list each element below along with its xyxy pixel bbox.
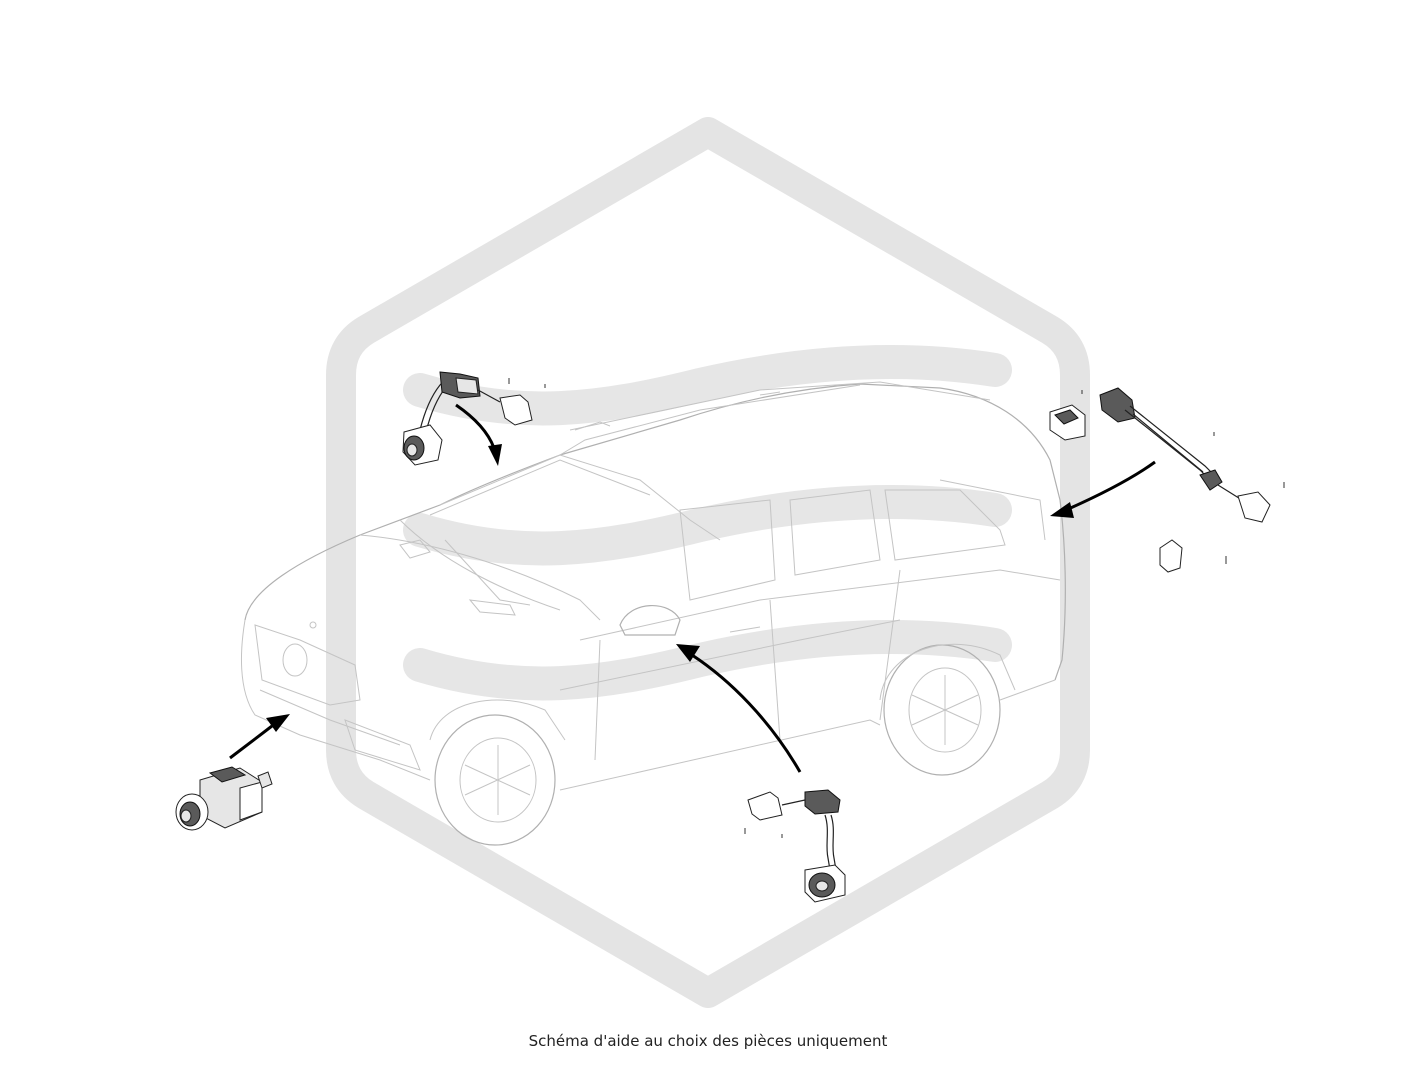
rear-camera-arrow <box>1050 460 1156 518</box>
front-parking-camera-icon[interactable] <box>175 766 273 831</box>
brand-logo-watermark <box>326 117 1090 1008</box>
car-outline <box>241 381 1066 846</box>
side-mirror-camera-arrow <box>676 644 802 773</box>
windshield-camera-icon[interactable] <box>402 371 546 466</box>
side-mirror-camera-icon[interactable] <box>744 789 846 903</box>
windshield-camera-arrow <box>455 403 502 466</box>
rear-camera-harness-icon[interactable] <box>1049 387 1285 573</box>
diagram-caption: Schéma d'aide au choix des pièces unique… <box>528 1032 888 1050</box>
front-camera-arrow <box>229 714 290 760</box>
